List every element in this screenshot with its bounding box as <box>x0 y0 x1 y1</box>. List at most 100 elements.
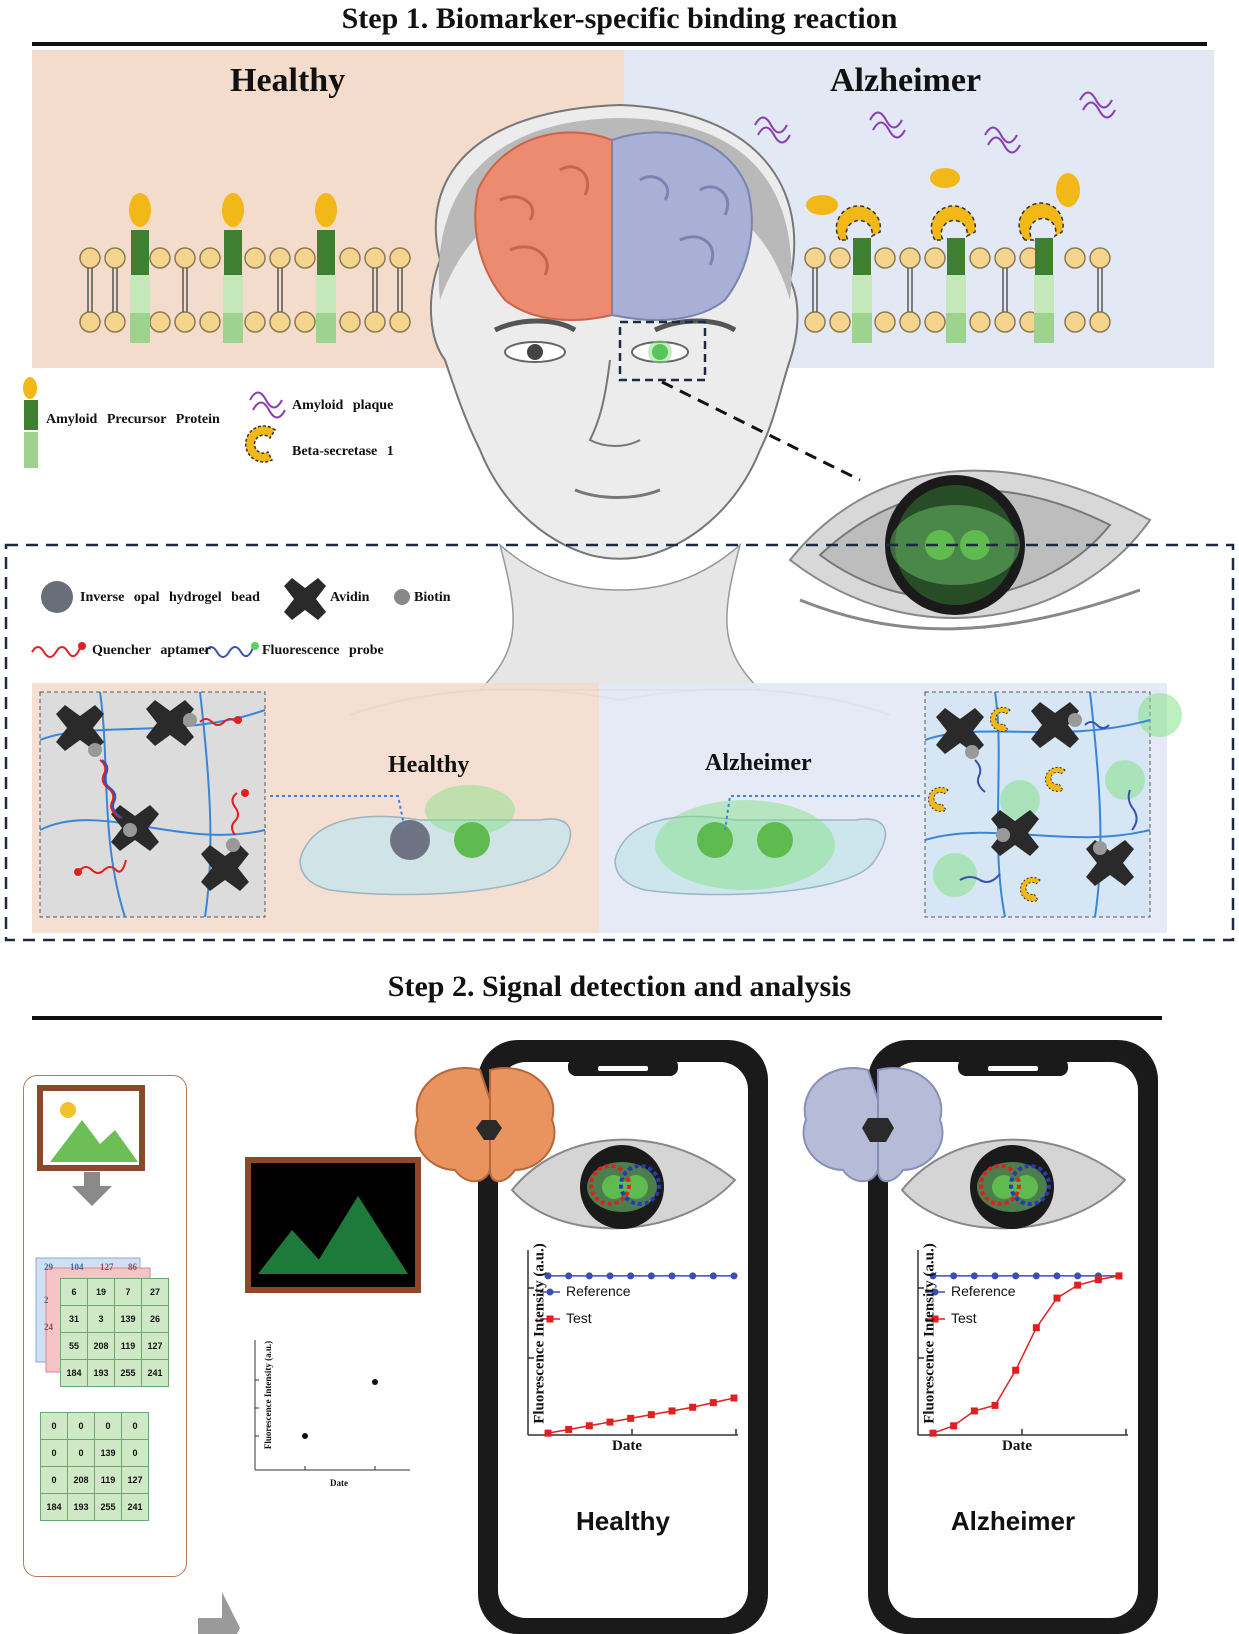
data-point-reference <box>970 1272 978 1280</box>
legend-probe-label: Fluorescence probe <box>262 643 384 658</box>
data-point-test <box>668 1407 676 1415</box>
app-alz-2 <box>930 168 977 343</box>
data-point-test <box>730 1394 738 1402</box>
phone-healthy-ylabel: Fluorescence Intensity (a.u.) <box>531 1243 548 1424</box>
app-healthy-1 <box>129 193 151 343</box>
data-point-reference <box>929 1272 937 1280</box>
mini-chart-xlabel: Date <box>330 1478 348 1488</box>
data-point-reference <box>1032 1272 1040 1280</box>
matrix-cell: 0 <box>40 1439 68 1467</box>
data-point-reference <box>991 1272 999 1280</box>
matrix-cell: 139 <box>114 1305 142 1333</box>
alzheimer-membrane <box>754 91 1116 343</box>
matrix-back-fragment: 29 <box>44 1262 53 1272</box>
data-point-reference <box>668 1272 676 1280</box>
processing-panel <box>23 1075 187 1577</box>
healthy-membrane <box>79 193 411 343</box>
matrix-cell: 0 <box>121 1412 149 1440</box>
phone-alz-legend-test: Test <box>951 1310 977 1326</box>
data-point-test <box>991 1401 999 1409</box>
alzheimer-lens <box>614 800 886 896</box>
data-point-reference <box>689 1272 697 1280</box>
step2-illustration <box>35 1040 1158 1634</box>
matrix-cell: 7 <box>114 1278 142 1306</box>
matrix-back-fragment: 2 <box>44 1295 49 1305</box>
app-alz-1 <box>806 195 882 343</box>
legend-bead-label: Inverse opal hydrogel bead <box>80 590 260 605</box>
data-point-reference <box>950 1272 958 1280</box>
matrix-cell: 27 <box>141 1278 169 1306</box>
amyloid-plaques <box>754 91 1116 154</box>
data-point-reference <box>1074 1272 1082 1280</box>
data-point-test <box>1074 1281 1082 1289</box>
alz-dotted-link <box>724 795 920 831</box>
matrix-cell: 119 <box>94 1466 122 1494</box>
matrix-cell: 26 <box>141 1305 169 1333</box>
matrix-cell: 0 <box>94 1412 122 1440</box>
phone-healthy-label: Healthy <box>576 1506 670 1536</box>
zoom-connector <box>661 380 861 482</box>
healthy-hydrogel-square <box>39 691 266 918</box>
app-healthy-2 <box>222 193 244 343</box>
legend-probe-icon <box>204 646 254 658</box>
matrix-cell: 3 <box>87 1305 115 1333</box>
legend-app-icon <box>23 377 38 468</box>
matrix-cell: 119 <box>114 1332 142 1360</box>
legend-app-label: Amyloid Precursor Protein <box>46 412 220 427</box>
legend-bead-icon <box>41 581 73 613</box>
step2-rule <box>32 1016 1162 1020</box>
alzheimer-label: Alzheimer <box>830 62 982 99</box>
data-point-test <box>689 1403 697 1411</box>
data-point-test <box>627 1414 635 1422</box>
coronal-brain-healthy <box>414 1067 556 1183</box>
matrix-cell: 184 <box>60 1359 88 1387</box>
step1-title: Step 1. Biomarker-specific binding react… <box>341 2 898 35</box>
data-point-reference <box>585 1272 593 1280</box>
matrix-cell: 55 <box>60 1332 88 1360</box>
phone-eye-healthy <box>510 1138 737 1230</box>
matrix-cell: 193 <box>87 1359 115 1387</box>
eye-zoom-box <box>618 320 707 382</box>
data-point-reference <box>709 1272 717 1280</box>
healthy-dotted-link <box>270 795 406 831</box>
matrix-cell: 0 <box>121 1439 149 1467</box>
matrix-cell: 208 <box>87 1332 115 1360</box>
matrix-cell: 31 <box>60 1305 88 1333</box>
data-point-test <box>929 1429 937 1437</box>
data-point-test <box>1012 1366 1020 1374</box>
phone-healthy-legend-ref: Reference <box>566 1283 631 1299</box>
data-point-test <box>1115 1272 1123 1280</box>
data-point-test <box>585 1422 593 1430</box>
data-point-reference <box>606 1272 614 1280</box>
legend-biotin-label: Biotin <box>414 590 451 605</box>
data-point-test <box>1053 1294 1061 1302</box>
line-chart-alzheimer <box>929 1272 1123 1437</box>
dark-image-icon <box>245 1157 421 1293</box>
data-point-test <box>1094 1276 1102 1284</box>
step2-title: Step 2. Signal detection and analysis <box>387 970 852 1003</box>
mechanism-box <box>4 543 1235 942</box>
enlarged-eye <box>788 469 1152 631</box>
chart-axes-alzheimer <box>917 1250 1128 1436</box>
data-point-reference <box>544 1272 552 1280</box>
matrix-cell: 6 <box>60 1278 88 1306</box>
matrix-cell: 0 <box>67 1439 95 1467</box>
matrix-back-fragment: 24 <box>44 1322 53 1332</box>
coronal-brain-alzheimer <box>802 1067 944 1183</box>
series-line-test <box>932 1275 1120 1434</box>
phone-alz-label: Alzheimer <box>950 1506 1076 1536</box>
data-point-test <box>709 1399 717 1407</box>
matrix-cell: 184 <box>40 1493 68 1521</box>
phone-legend-healthy <box>540 1288 560 1323</box>
image-icon <box>37 1085 145 1171</box>
arrow-down-1 <box>72 1186 112 1206</box>
legend-bace-icon <box>245 425 276 463</box>
matrix-cell: 139 <box>94 1439 122 1467</box>
data-point-reference <box>565 1272 573 1280</box>
matrix-back-fragment: 127 <box>100 1262 114 1272</box>
mini-chart-ylabel: Fluorescence Intensity (a.u.) <box>263 1340 273 1450</box>
data-point-test <box>1032 1324 1040 1332</box>
data-point-reference <box>730 1272 738 1280</box>
matrix-cell: 127 <box>121 1466 149 1494</box>
